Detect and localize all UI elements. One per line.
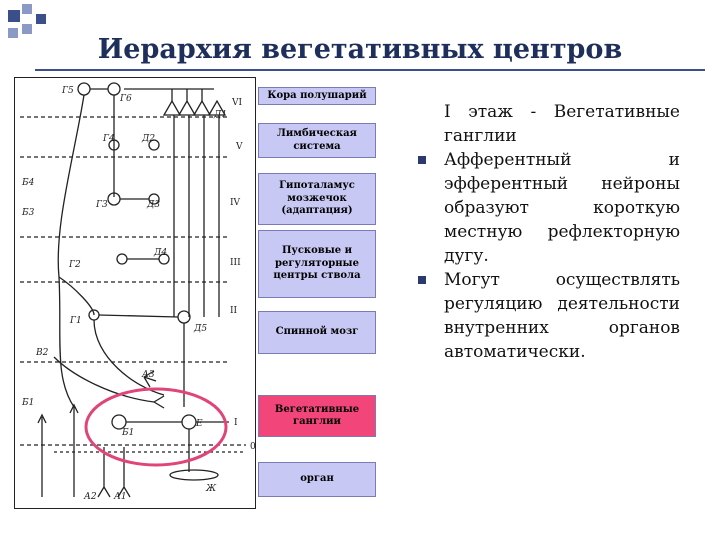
svg-text:0: 0 — [250, 442, 256, 452]
svg-text:Г3: Г3 — [95, 200, 108, 210]
svg-text:Б3: Б3 — [21, 208, 35, 218]
svg-text:Б1: Б1 — [21, 398, 34, 408]
page-title: Иерархия вегетативных центров — [97, 34, 623, 65]
svg-text:Ж: Ж — [205, 484, 217, 494]
svg-text:IV: IV — [230, 198, 241, 208]
title-underline — [35, 69, 705, 71]
svg-text:Г6: Г6 — [119, 94, 132, 104]
svg-text:I: I — [234, 418, 238, 428]
svg-text:III: III — [230, 258, 241, 268]
text-panel: I этаж - Вегетативные ганглии Афферентны… — [414, 100, 680, 364]
svg-text:Е: Е — [195, 419, 203, 429]
svg-text:В2: В2 — [35, 348, 49, 358]
svg-text:Д3: Д3 — [146, 200, 160, 210]
corner-decoration — [8, 4, 46, 38]
bullet-square-icon — [418, 156, 426, 164]
bullet-item: Афферентный и эфферентный нейроны образу… — [414, 148, 680, 268]
svg-text:Г5: Г5 — [61, 86, 74, 96]
bullet-text: Могут осуществлять регуляцию деятельност… — [444, 270, 680, 362]
svg-text:VI: VI — [231, 98, 242, 108]
svg-text:А2: А2 — [83, 492, 97, 502]
level-box-cortex: Кора полушарий — [258, 87, 376, 105]
level-box-organ: орган — [258, 462, 376, 497]
bullet-text: Афферентный и эфферентный нейроны образу… — [444, 150, 680, 266]
level-box-ganglia: Вегетативные ганглии — [258, 395, 376, 437]
level-box-hypothalamus: Гипоталамус мозжечок (адаптация) — [258, 173, 376, 225]
heading-line-2: ганглии — [444, 126, 517, 146]
svg-text:II: II — [230, 306, 238, 316]
svg-text:А3: А3 — [141, 370, 155, 380]
svg-text:Б4: Б4 — [21, 178, 35, 188]
svg-text:V: V — [235, 142, 243, 152]
bullet-item: Могут осуществлять регуляцию деятельност… — [414, 268, 680, 364]
svg-text:Г4: Г4 — [102, 134, 115, 144]
heading-line-1: I этаж - Вегетативные — [444, 102, 680, 122]
svg-text:А1: А1 — [113, 492, 127, 502]
svg-text:Д4: Д4 — [153, 248, 167, 258]
level-box-spinal-cord: Спинной мозг — [258, 311, 376, 354]
level-box-brainstem: Пусковые и регуляторные центры ствола — [258, 230, 376, 298]
bullet-square-icon — [418, 276, 426, 284]
neuron-hierarchy-figure: Г5 Г6 Д1 Г4 Д2 Б4 Б3 Г3 Д3 Д4 Г2 Г1 Д5 В… — [14, 77, 256, 509]
svg-text:Д5: Д5 — [193, 324, 207, 334]
level-box-limbic: Лимбическая система — [258, 123, 376, 158]
svg-text:Д2: Д2 — [141, 134, 155, 144]
svg-text:Г1: Г1 — [69, 316, 82, 326]
svg-text:Б1: Б1 — [121, 428, 134, 438]
svg-text:Г2: Г2 — [68, 260, 81, 270]
svg-text:Д1: Д1 — [213, 110, 227, 120]
